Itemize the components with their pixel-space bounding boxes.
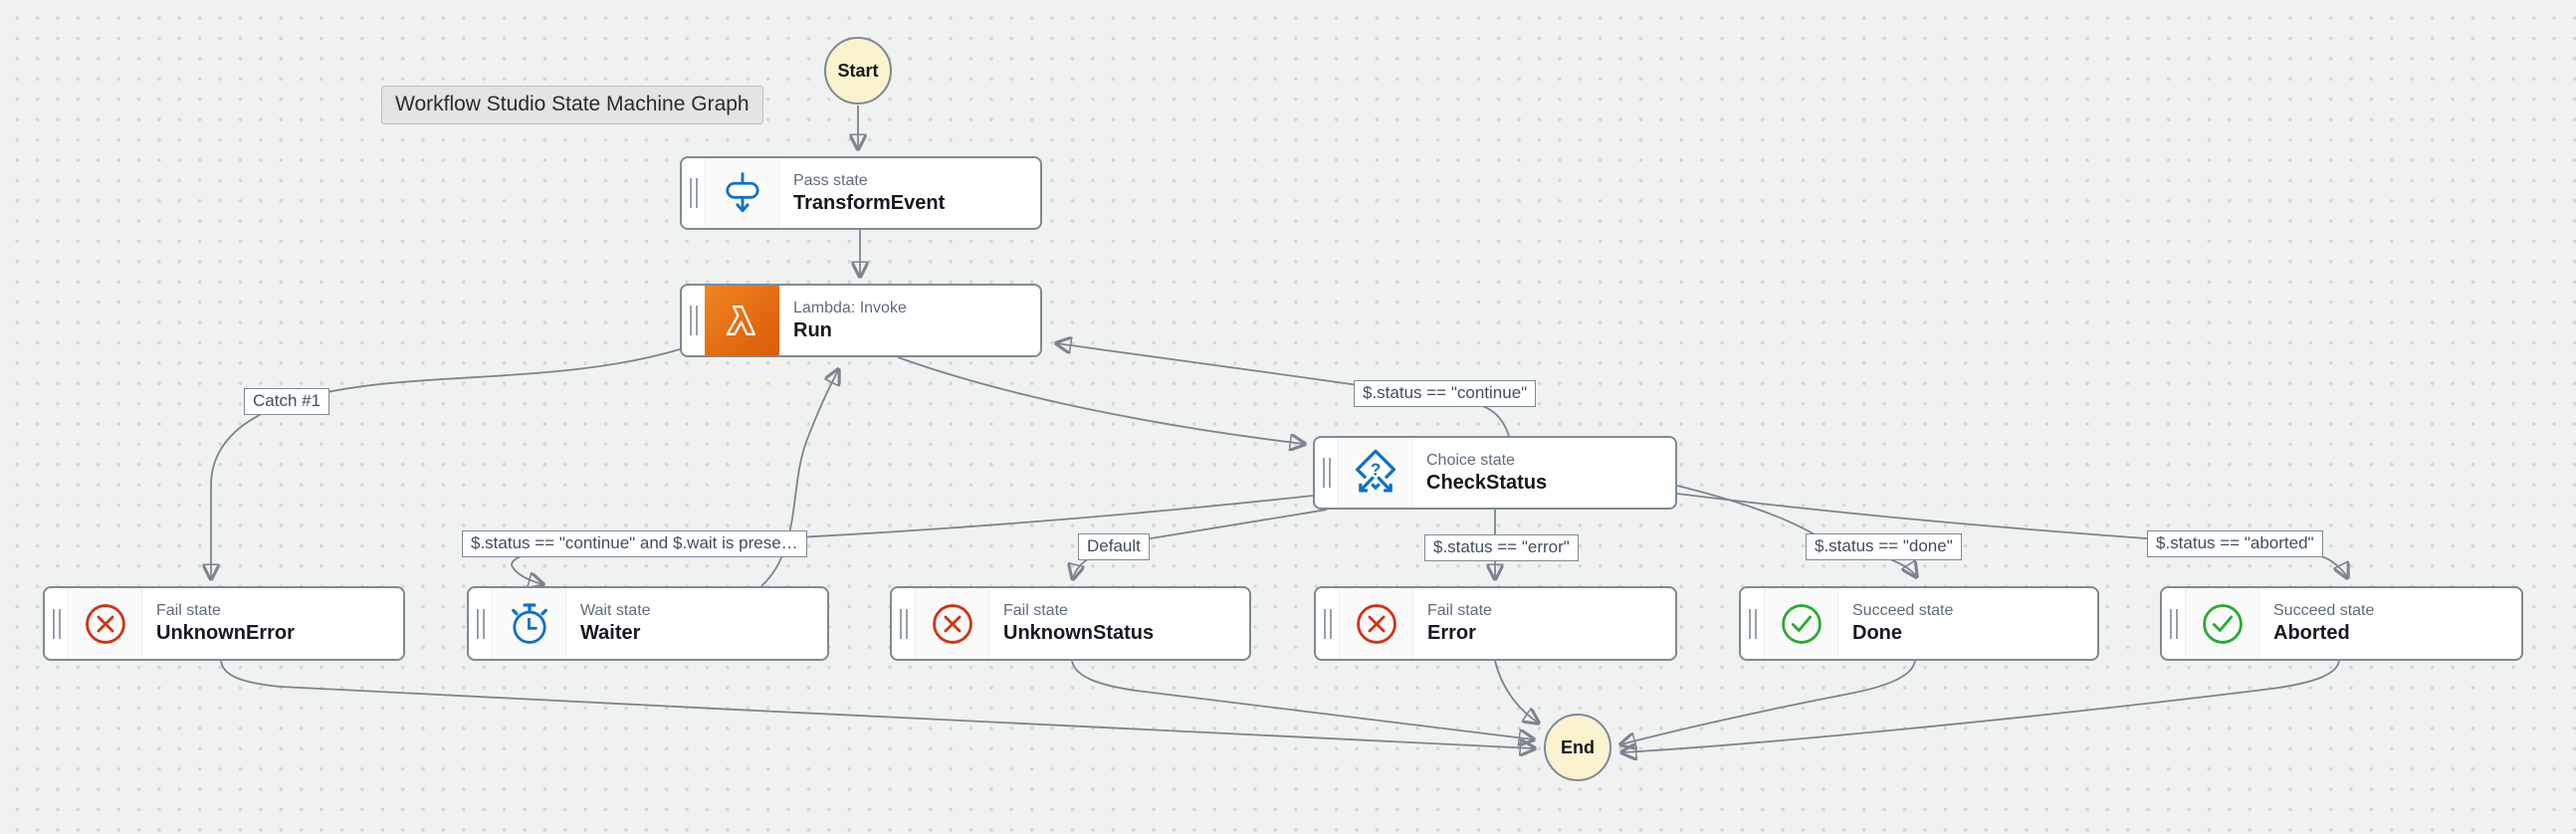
state-title: TransformEvent [793,191,946,214]
edge-label-catch: Catch #1 [244,388,330,415]
drag-handle-icon[interactable] [469,588,492,659]
end-node: End [1544,714,1611,781]
wait-state-icon [492,588,566,659]
edge-label-continue-wait: $.status == "continue" and $.wait is pre… [462,530,807,557]
edge-checkstatus-to-done [1676,485,1916,576]
state-title: UnknownStatus [1003,622,1155,644]
state-type-label: Succeed state [2273,602,2375,619]
edge-unknownstatus-to-end [1071,660,1533,739]
drag-handle-icon[interactable] [1316,588,1339,659]
fail-state-icon [1339,588,1413,659]
state-node-unknownstatus[interactable]: Fail state UnknownStatus [890,586,1251,661]
state-type-label: Succeed state [1852,602,1954,619]
state-type-label: Lambda: Invoke [793,299,907,316]
state-node-waiter[interactable]: Wait state Waiter [467,586,829,661]
state-title: Aborted [2273,622,2350,644]
state-type-label: Fail state [156,602,221,619]
succeed-state-icon [1764,588,1838,659]
drag-handle-icon[interactable] [892,588,915,659]
fail-state-icon [68,588,142,659]
drag-handle-icon[interactable] [2162,588,2185,659]
state-title: UnknownError [156,622,295,644]
edge-done-to-end [1621,660,1916,744]
graph-tooltip: Workflow Studio State Machine Graph [381,86,763,124]
edge-run-to-checkstatus [897,356,1304,444]
edge-unknownerror-to-end [220,660,1534,748]
state-node-checkstatus[interactable]: ? Choice state CheckStatus [1313,436,1677,510]
drag-handle-icon[interactable] [45,588,68,659]
lambda-icon [705,286,779,355]
edge-label-default: Default [1078,533,1150,560]
fail-state-icon [915,588,989,659]
edge-label-aborted: $.status == "aborted" [2147,530,2323,557]
state-node-transformevent[interactable]: Pass state TransformEvent [680,156,1042,230]
state-node-done[interactable]: Succeed state Done [1739,586,2099,661]
start-node: Start [824,37,892,104]
state-node-error[interactable]: Fail state Error [1314,586,1677,661]
state-node-run[interactable]: Lambda: Invoke Run [680,284,1042,357]
state-type-label: Fail state [1427,602,1492,619]
state-node-unknownerror[interactable]: Fail state UnknownError [43,586,405,661]
state-type-label: Choice state [1426,451,1515,469]
state-type-label: Wait state [580,602,651,619]
state-title: Run [793,318,832,341]
state-node-aborted[interactable]: Succeed state Aborted [2160,586,2523,661]
svg-text:?: ? [1370,460,1381,480]
choice-state-icon: ? [1338,438,1412,508]
succeed-state-icon [2185,588,2259,659]
drag-handle-icon[interactable] [682,158,705,228]
state-title: Error [1427,622,1476,644]
edge-error-to-end [1494,660,1538,723]
pass-state-icon [705,158,779,228]
edge-label-done: $.status == "done" [1806,533,1962,560]
state-type-label: Pass state [793,171,868,189]
edge-run-to-unknownerror-catch [211,348,681,578]
edge-aborted-to-end [1622,660,2340,752]
drag-handle-icon[interactable] [1315,438,1338,508]
edge-label-error: $.status == "error" [1424,534,1579,561]
edge-checkstatus-to-run-continue [1057,343,1510,437]
drag-handle-icon[interactable] [682,286,705,355]
drag-handle-icon[interactable] [1741,588,1764,659]
state-title: Done [1852,622,1902,644]
state-title: CheckStatus [1426,471,1548,494]
state-title: Waiter [580,622,641,644]
state-type-label: Fail state [1003,602,1068,619]
edge-label-continue: $.status == "continue" [1354,380,1537,407]
